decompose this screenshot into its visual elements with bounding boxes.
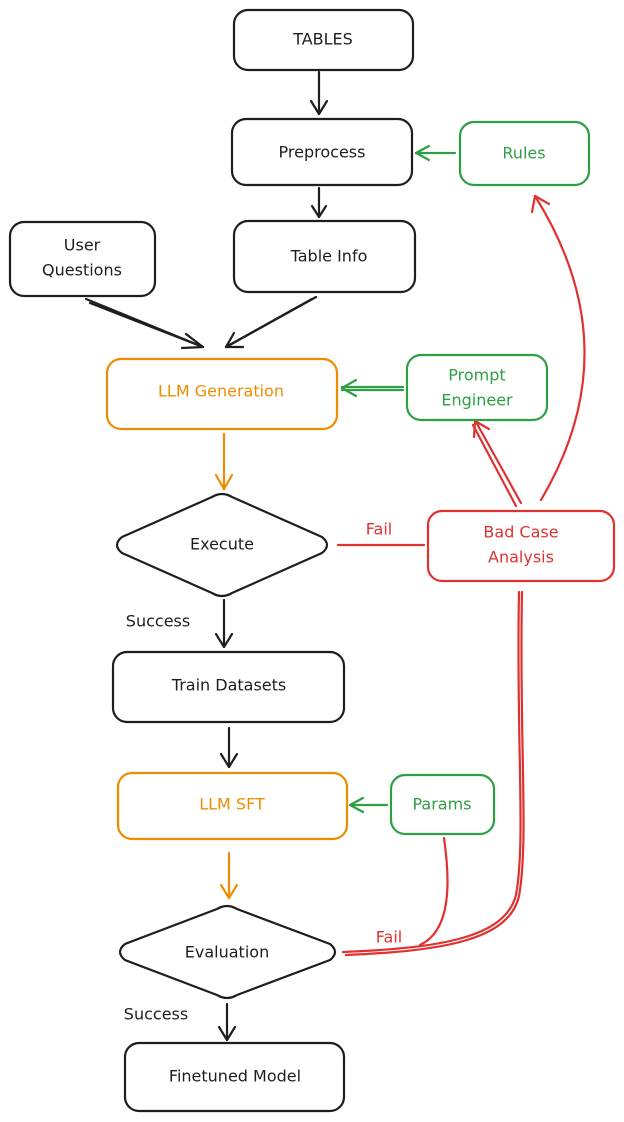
arrow-user-questions-to-llm-generation	[84, 297, 205, 350]
arrow-llm-generation-to-execute	[214, 432, 234, 491]
node-table-info[interactable]: Table Info	[232, 219, 417, 294]
arrow-tables-to-preprocess	[309, 70, 329, 116]
node-user-questions[interactable]: User Questions	[8, 220, 157, 298]
node-finetuned-model-label: Finetuned Model	[169, 1067, 301, 1086]
node-params[interactable]: Params	[389, 773, 496, 836]
node-table-info-label: Table Info	[290, 247, 368, 266]
node-bad-case-analysis-line2: Analysis	[488, 548, 554, 567]
node-llm-generation-label: LLM Generation	[158, 382, 284, 401]
node-preprocess-label: Preprocess	[279, 143, 366, 162]
node-prompt-engineer-line2: Engineer	[441, 391, 513, 410]
node-finetuned-model[interactable]: Finetuned Model	[123, 1041, 346, 1113]
node-execute-label: Execute	[190, 535, 254, 554]
execute-fail-label: Fail	[366, 520, 392, 539]
node-user-questions-line2: Questions	[42, 261, 122, 280]
node-bad-case-analysis[interactable]: Bad Case Analysis	[426, 509, 616, 583]
evaluation-success-label: Success	[124, 1005, 188, 1024]
node-rules[interactable]: Rules	[458, 120, 591, 187]
node-rules-label: Rules	[502, 144, 545, 163]
node-user-questions-line1: User	[64, 236, 101, 255]
arrow-execute-success-to-train-datasets	[214, 598, 234, 649]
node-execute[interactable]: Execute	[115, 492, 329, 598]
arrow-prompt-engineer-to-llm-generation	[340, 378, 405, 398]
arrow-train-datasets-to-llm-sft	[219, 726, 239, 769]
node-llm-generation[interactable]: LLM Generation	[105, 357, 339, 431]
node-evaluation[interactable]: Evaluation	[118, 904, 337, 1000]
arrow-preprocess-to-table-info	[310, 186, 328, 219]
arrow-params-to-evaluation-fail-line	[418, 836, 449, 947]
arrow-table-info-to-llm-generation	[224, 295, 318, 349]
node-train-datasets-label: Train Datasets	[171, 676, 286, 695]
evaluation-fail-label: Fail	[376, 928, 402, 947]
arrow-rules-to-preprocess	[414, 144, 457, 162]
arrow-evaluation-fail-to-bad-case	[341, 590, 525, 957]
node-prompt-engineer[interactable]: Prompt Engineer	[405, 353, 549, 422]
node-train-datasets[interactable]: Train Datasets	[111, 650, 346, 724]
arrow-params-to-llm-sft	[348, 796, 389, 814]
execute-success-label: Success	[126, 612, 190, 631]
node-params-label: Params	[412, 795, 471, 814]
node-tables-label: TABLES	[292, 30, 353, 49]
node-llm-sft-label: LLM SFT	[199, 795, 265, 814]
arrow-bad-case-to-rules	[530, 194, 586, 502]
node-bad-case-analysis-line1: Bad Case	[483, 523, 558, 542]
node-tables[interactable]: TABLES	[232, 8, 415, 72]
node-evaluation-label: Evaluation	[185, 943, 269, 962]
node-preprocess[interactable]: Preprocess	[230, 117, 414, 187]
node-llm-sft[interactable]: LLM SFT	[116, 771, 349, 841]
arrow-evaluation-success-to-finetuned-model	[217, 1002, 237, 1042]
node-prompt-engineer-line1: Prompt	[448, 366, 505, 385]
arrow-llm-sft-to-evaluation	[219, 851, 239, 900]
arrow-bad-case-to-prompt-engineer	[471, 419, 523, 508]
